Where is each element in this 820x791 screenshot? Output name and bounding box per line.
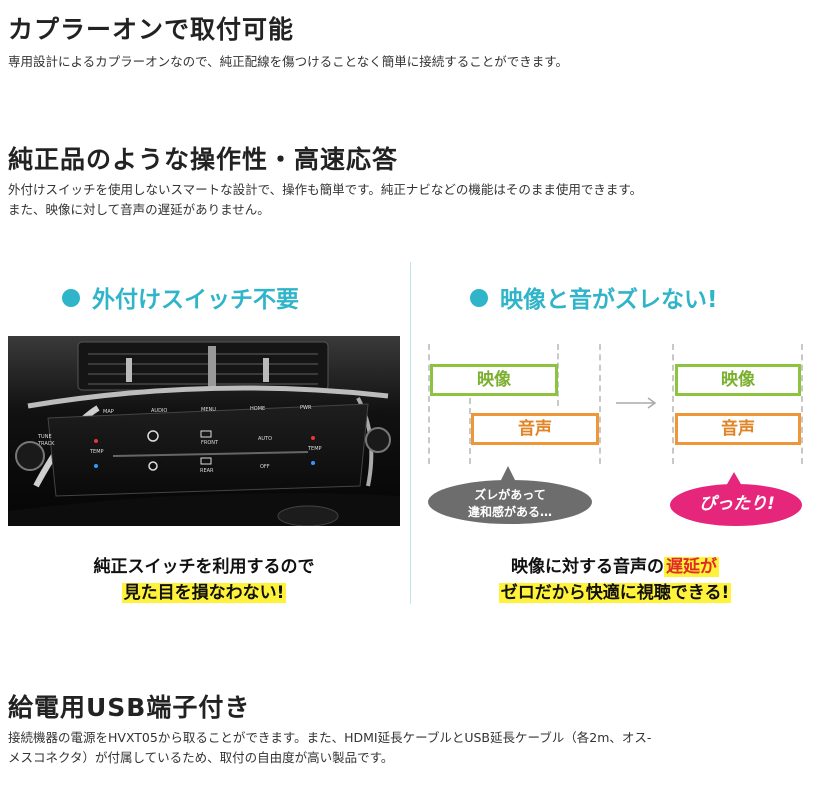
guide-line [801,344,803,464]
svg-text:TRACK: TRACK [37,441,55,447]
column-divider [410,262,411,604]
right-caption: 映像に対する音声の遅延が ゼロだから快適に視聴できる! [420,554,810,606]
left-caption-line1: 純正スイッチを利用するので [93,557,315,577]
section-body-usb-2: メスコネクタ）が付属しているため、取付の自由度が高い製品です。 [8,750,394,765]
panel-label-off: OFF [260,464,270,470]
section-title-coupler: カプラーオンで取付可能 [8,15,295,44]
left-caption-line2: 見た目を損なわない! [121,583,287,603]
dashboard-illustration: MAP AUDIO MENU HOME PWR TUNE TRACK TEMP … [8,336,400,526]
section-body-usb-1: 接続機器の電源をHVXT05から取ることができます。また、HDMI延長ケーブルと… [8,730,652,745]
panel-label-temp-right: TEMP [307,446,322,452]
left-heading-text: 外付けスイッチ不要 [92,287,299,313]
panel-label-pwr: PWR [300,405,312,411]
right-caption-line1b: 遅延が [664,557,719,577]
arrow-right-icon [616,397,657,409]
bullet-dot-icon [470,288,488,307]
right-heading-text: 映像と音がズレない! [500,287,718,313]
panel-label-menu: MENU [201,407,216,413]
guide-line [599,344,601,464]
panel-label-tune: TUNE [37,434,52,440]
right-caption-line2: ゼロだから快適に視聴できる! [498,583,732,603]
panel-label-auto: AUTO [258,436,272,442]
speech-bubble-gray-text: ズレがあって 違和感がある… [467,488,552,519]
fan-icon [147,430,159,442]
panel-label-rear: REAR [200,468,214,474]
speech-bubble-pink [670,472,802,526]
panel-label-home: HOME [250,406,265,412]
guide-line [672,344,674,464]
right-heading: 映像と音がズレない! [470,280,718,314]
video-box-offset: 映像 [430,364,558,396]
bullet-dot-icon [62,288,80,307]
panel-label-audio: AUDIO [151,408,167,414]
section-title-operation: 純正品のような操作性・高速応答 [8,145,399,174]
video-box-synced: 映像 [675,364,801,396]
panel-label-front: FRONT [201,440,219,446]
section-body-operation-1: 外付けスイッチを使用しないスマートな設計で、操作も簡単です。純正ナビなどの機能は… [8,182,643,197]
section-body-operation-2: また、映像に対して音声の遅延がありません。 [8,202,270,217]
left-caption: 純正スイッチを利用するので 見た目を損なわない! [8,554,400,606]
left-heading: 外付けスイッチ不要 [62,280,299,314]
panel-label-temp-left: TEMP [89,449,104,455]
audio-box-offset: 音声 [471,413,599,445]
guide-line [428,344,430,464]
section-title-usb: 給電用USB端子付き [8,693,251,722]
guide-line [469,398,471,464]
speech-bubble-pink-text: ぴったり! [699,494,775,514]
panel-label-map: MAP [103,409,114,415]
audio-box-synced: 音声 [675,413,801,445]
section-body-coupler: 専用設計によるカプラーオンなので、純正配線を傷つけることなく簡単に接続することが… [8,54,569,69]
guide-line [557,344,559,406]
fan-small-icon [148,461,158,471]
speech-bubble-gray [428,466,592,524]
dashboard-photo: MAP AUDIO MENU HOME PWR TUNE TRACK TEMP … [8,336,400,526]
right-caption-line1a: 映像に対する音声の [511,557,664,577]
